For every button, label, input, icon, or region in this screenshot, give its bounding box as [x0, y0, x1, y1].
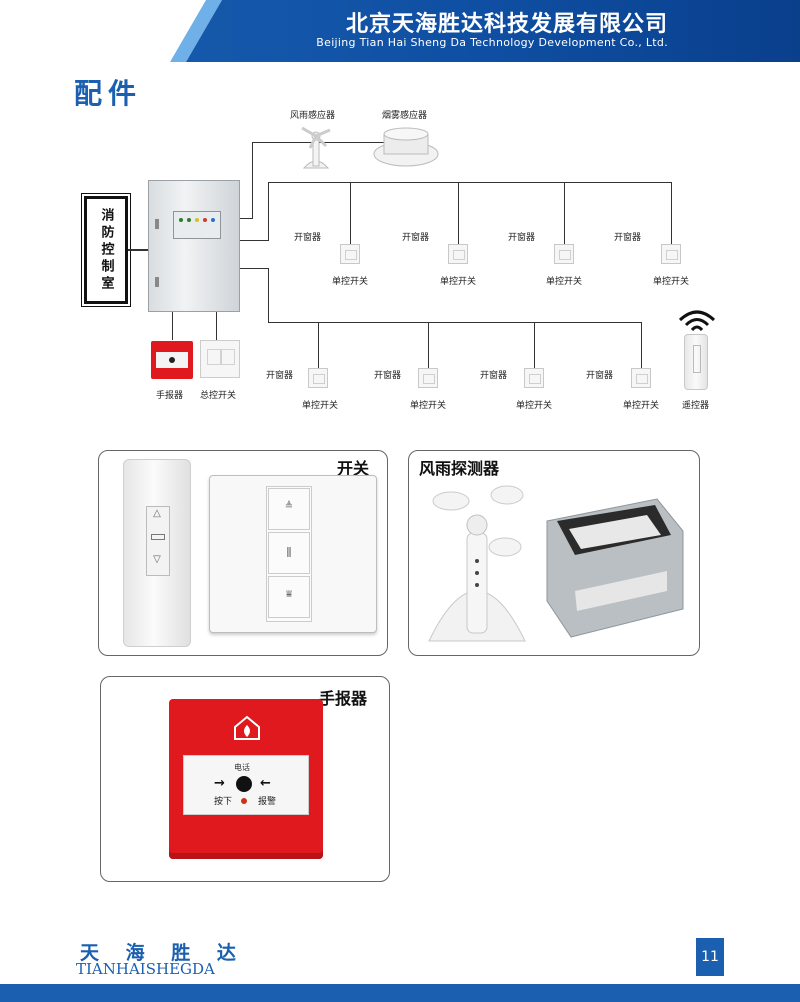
- cabinet-indicator-panel: [173, 211, 221, 239]
- smoke-sensor-label: 烟雾感应器: [382, 111, 428, 121]
- alarm-window: 电话 → ← 按下 报警: [183, 755, 309, 815]
- single-switch-label: 单控开关: [440, 277, 477, 287]
- single-switch-label: 单控开关: [410, 401, 447, 411]
- master-switch-label: 总控开关: [200, 391, 237, 401]
- footer-brand-en: TIANHAISHEGDA: [76, 960, 215, 978]
- control-room-box: 消防控制室: [81, 193, 131, 307]
- alarm-button[interactable]: [236, 776, 252, 792]
- remote-label: 遥控器: [682, 401, 710, 411]
- single-switch-icon: [340, 244, 360, 264]
- window-opener-label: 开窗器: [402, 233, 430, 243]
- report-label: 报警: [258, 797, 277, 807]
- company-name-en: Beijing Tian Hai Sheng Da Technology Dev…: [316, 36, 668, 49]
- single-switch-icon: [308, 368, 328, 388]
- header-banner: 北京天海胜达科技发展有限公司 Beijing Tian Hai Sheng Da…: [0, 0, 800, 62]
- single-switch-icon: [448, 244, 468, 264]
- wall-switch-image: ≜ ǁ ⩸: [209, 475, 377, 633]
- down-arrow-icon: ▽: [153, 554, 161, 565]
- header-band: [186, 0, 800, 62]
- single-switch-label: 单控开关: [516, 401, 553, 411]
- single-switch-icon: [661, 244, 681, 264]
- window-opener-label: 开窗器: [480, 371, 508, 381]
- pause-button: ǁ: [268, 532, 310, 574]
- wireless-signal-icon: [678, 310, 716, 332]
- press-label: 按下: [214, 797, 233, 807]
- smoke-sensor-icon: [373, 127, 439, 167]
- page-number: 11: [696, 938, 724, 976]
- master-switch-icon: [200, 340, 240, 378]
- detector-panel-title: 风雨探测器: [419, 455, 500, 479]
- single-switch-label: 单控开关: [653, 277, 690, 287]
- window-opener-label: 开窗器: [294, 233, 322, 243]
- manual-alarm-label: 手报器: [156, 391, 184, 401]
- stop-icon: [151, 534, 165, 540]
- single-switch-icon: [554, 244, 574, 264]
- wind-rain-detector-panel: 风雨探测器: [408, 450, 700, 656]
- alarm-panel-title: 手报器: [319, 685, 368, 709]
- single-switch-label: 单控开关: [546, 277, 583, 287]
- section-title: 配件: [74, 77, 143, 110]
- up-button: ≜: [268, 488, 310, 530]
- control-cabinet: [148, 180, 240, 312]
- phone-label: 电话: [234, 763, 250, 772]
- manual-alarm-icon: [151, 341, 193, 379]
- right-arrow-icon: →: [214, 776, 225, 791]
- wind-rain-sensor-image: [428, 485, 526, 642]
- window-opener-label: 开窗器: [614, 233, 642, 243]
- remote-controller-image: △ ▽: [123, 459, 191, 647]
- up-arrow-icon: △: [153, 508, 161, 519]
- manual-alarm-image: 电话 → ← 按下 报警: [169, 699, 323, 859]
- pause-icon: ǁ: [286, 545, 292, 558]
- window-opener-label: 开窗器: [508, 233, 536, 243]
- control-room-label: 消防控制室: [98, 207, 114, 293]
- single-switch-icon: [524, 368, 544, 388]
- footer-bar: [0, 984, 800, 1002]
- window-opener-label: 开窗器: [586, 371, 614, 381]
- fire-alarm-logo-icon: [234, 715, 260, 740]
- window-opener-label: 开窗器: [266, 371, 294, 381]
- up-icon: ≜: [284, 501, 294, 512]
- down-icon: ⩸: [285, 589, 293, 600]
- indicator-light: [241, 798, 247, 804]
- window-opener-label: 开窗器: [374, 371, 402, 381]
- single-switch-label: 单控开关: [302, 401, 339, 411]
- company-name-cn: 北京天海胜达科技发展有限公司: [345, 12, 668, 37]
- down-button: ⩸: [268, 576, 310, 618]
- switch-panel: 开关 △ ▽ ≜ ǁ ⩸: [98, 450, 388, 656]
- wind-rain-sensor-label: 风雨感应器: [290, 111, 336, 121]
- connector-line: [128, 249, 148, 251]
- wind-rain-sensor-icon: [301, 126, 331, 169]
- manual-alarm-panel: 手报器 电话 → ← 按下 报警: [100, 676, 390, 882]
- remote-control-icon: [684, 334, 708, 390]
- single-switch-icon: [418, 368, 438, 388]
- single-switch-label: 单控开关: [623, 401, 660, 411]
- left-arrow-icon: ←: [260, 776, 271, 791]
- single-switch-label: 单控开关: [332, 277, 369, 287]
- footer-brand-cn: 天 海 胜 达: [80, 942, 246, 964]
- single-switch-icon: [631, 368, 651, 388]
- rain-detector-box-image: [546, 498, 684, 638]
